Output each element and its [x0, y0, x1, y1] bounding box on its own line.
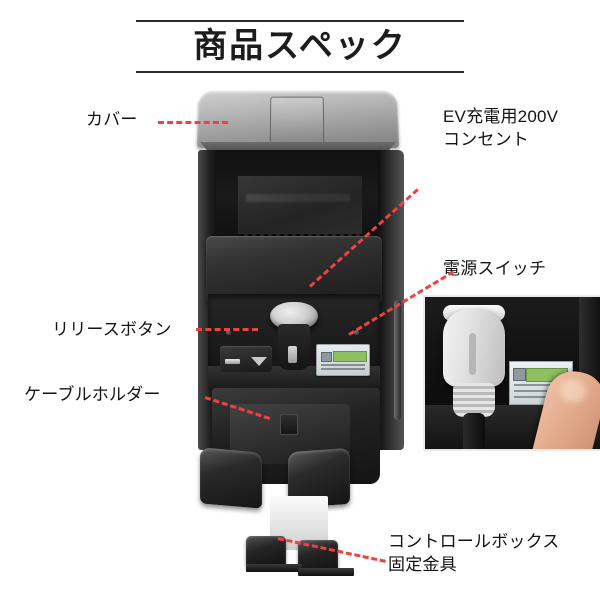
callout-label-ev-outlet-line1: EV充電用200V [443, 107, 559, 126]
front-panel [206, 236, 382, 302]
sticker-line-1 [321, 364, 365, 366]
sticker-icon [321, 352, 332, 362]
plug-cable [463, 413, 485, 449]
socket-slot [288, 346, 297, 363]
screw-right [354, 330, 359, 335]
power-switch-button[interactable] [280, 414, 298, 435]
product-cover [196, 90, 400, 148]
inset-sticker-line-3 [514, 396, 568, 398]
callout-label-release-button: リリースボタン [52, 320, 172, 339]
mounting-bracket-left [246, 536, 286, 566]
body-right-wall [378, 150, 404, 450]
cover-seam [269, 96, 325, 147]
title-rule-top [136, 20, 464, 22]
bracket-foot-right [298, 568, 354, 576]
outlet-warning-sticker [316, 344, 370, 376]
title-rule-bottom [136, 71, 464, 73]
page-title-block: 商品スペック [136, 20, 464, 73]
callout-label-cable-holder: ケーブルホルダー [24, 385, 161, 404]
mounting-bracket-right [298, 540, 338, 570]
callout-label-ev-outlet: EV充電用200V コンセント [443, 105, 593, 151]
callout-label-power-switch: 電源スイッチ [443, 259, 547, 278]
leader-line-cover [158, 121, 228, 124]
inset-sticker-line-2 [514, 390, 568, 392]
callout-label-bracket-line1: コントロールボックス [388, 532, 560, 551]
leader-line-release-button [196, 328, 258, 331]
release-button[interactable] [225, 359, 240, 364]
cable-holder-left [200, 447, 262, 509]
callout-label-mounting-bracket: コントロールボックス 固定金具 [388, 530, 593, 576]
screw-left [226, 330, 231, 335]
recess-plate [238, 176, 362, 234]
release-button-panel[interactable] [220, 346, 272, 372]
ev-plug [443, 309, 505, 387]
sticker-green-box [333, 351, 367, 362]
inset-sticker-line-1 [514, 384, 568, 386]
inset-sticker-icon [513, 368, 526, 381]
callout-label-cover: カバー [86, 110, 138, 129]
page-title: 商品スペック [193, 27, 407, 65]
callout-label-ev-outlet-line2: コンセント [443, 130, 529, 149]
bracket-foot-left [246, 564, 302, 572]
product-photo [170, 88, 420, 588]
release-arrow-icon [251, 357, 267, 366]
sticker-line-2 [321, 368, 365, 370]
callout-label-bracket-line2: 固定金具 [388, 555, 457, 574]
plug-grip [453, 383, 495, 417]
inset-closeup-photo [424, 296, 600, 450]
outlet-bay [208, 294, 380, 390]
